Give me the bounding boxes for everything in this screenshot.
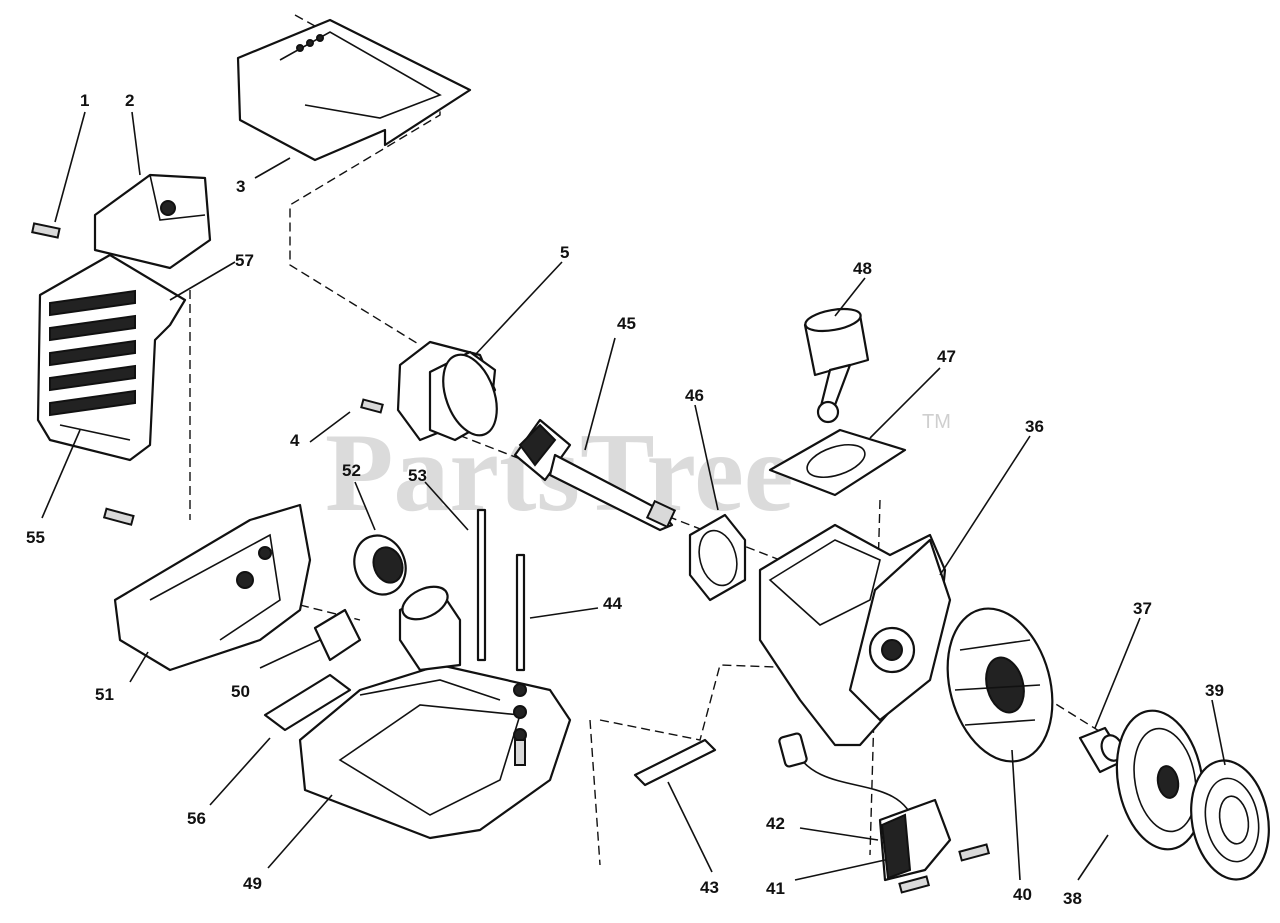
label-part-45: 45: [617, 314, 636, 333]
part-39-spring: [1190, 759, 1270, 881]
intake-elbow: [398, 585, 462, 672]
label-part-40: 40: [1013, 885, 1032, 904]
part-40-flywheel: [946, 607, 1054, 763]
label-part-43: 43: [700, 878, 719, 897]
label-part-49: 49: [243, 874, 262, 893]
label-part-37: 37: [1133, 599, 1152, 618]
part-47-cylinder-gasket: [768, 428, 907, 497]
label-part-44: 44: [603, 594, 622, 613]
part-42-ignition-coil: [778, 732, 952, 882]
part-52-filter: [353, 534, 407, 596]
label-part-5: 5: [560, 243, 569, 262]
leader-lines: [41, 111, 1226, 881]
part-51-airbox: [102, 503, 312, 672]
label-part-47: 47: [937, 347, 956, 366]
part-4-screw: [360, 398, 384, 414]
part-43-bar: [633, 738, 717, 787]
label-part-52: 52: [342, 461, 361, 480]
part-46-gasket: [688, 513, 747, 602]
part-2-upper-cover: [93, 173, 212, 270]
part-49-fuel-tank: [298, 663, 572, 840]
part-45-crankshaft: [513, 418, 677, 532]
label-part-4: 4: [290, 431, 300, 450]
label-part-50: 50: [231, 682, 250, 701]
label-part-48: 48: [853, 259, 872, 278]
part-56-gasket: [263, 673, 352, 732]
watermark-trademark: TM: [922, 411, 951, 433]
label-part-55: 55: [26, 528, 45, 547]
label-part-56: 56: [187, 809, 206, 828]
label-part-2: 2: [125, 91, 134, 110]
part-44-rod: [513, 553, 527, 766]
label-part-42: 42: [766, 814, 785, 833]
label-part-53: 53: [408, 466, 427, 485]
part-55-housing: [36, 253, 187, 462]
label-part-36: 36: [1025, 417, 1044, 436]
label-part-39: 39: [1205, 681, 1224, 700]
label-part-46: 46: [685, 386, 704, 405]
part-36-crankcase: [758, 523, 952, 747]
label-part-51: 51: [95, 685, 114, 704]
part-3-shield: [236, 18, 472, 162]
label-part-41: 41: [766, 879, 785, 898]
label-part-38: 38: [1063, 889, 1082, 908]
label-part-1: 1: [80, 91, 89, 110]
part-48-piston: [803, 307, 870, 424]
part-41-screw: [898, 843, 991, 894]
part-labels: 1 2 3 4 5 36 37 38 39 40 41 42 43 44 45 …: [26, 91, 1224, 908]
label-part-57: 57: [235, 251, 254, 270]
label-part-3: 3: [236, 177, 245, 196]
part-1-screw: [31, 222, 61, 239]
part-5-bearing-housing: [396, 340, 498, 442]
part-50-choke: [313, 608, 362, 662]
part-53-rod: [476, 508, 487, 662]
